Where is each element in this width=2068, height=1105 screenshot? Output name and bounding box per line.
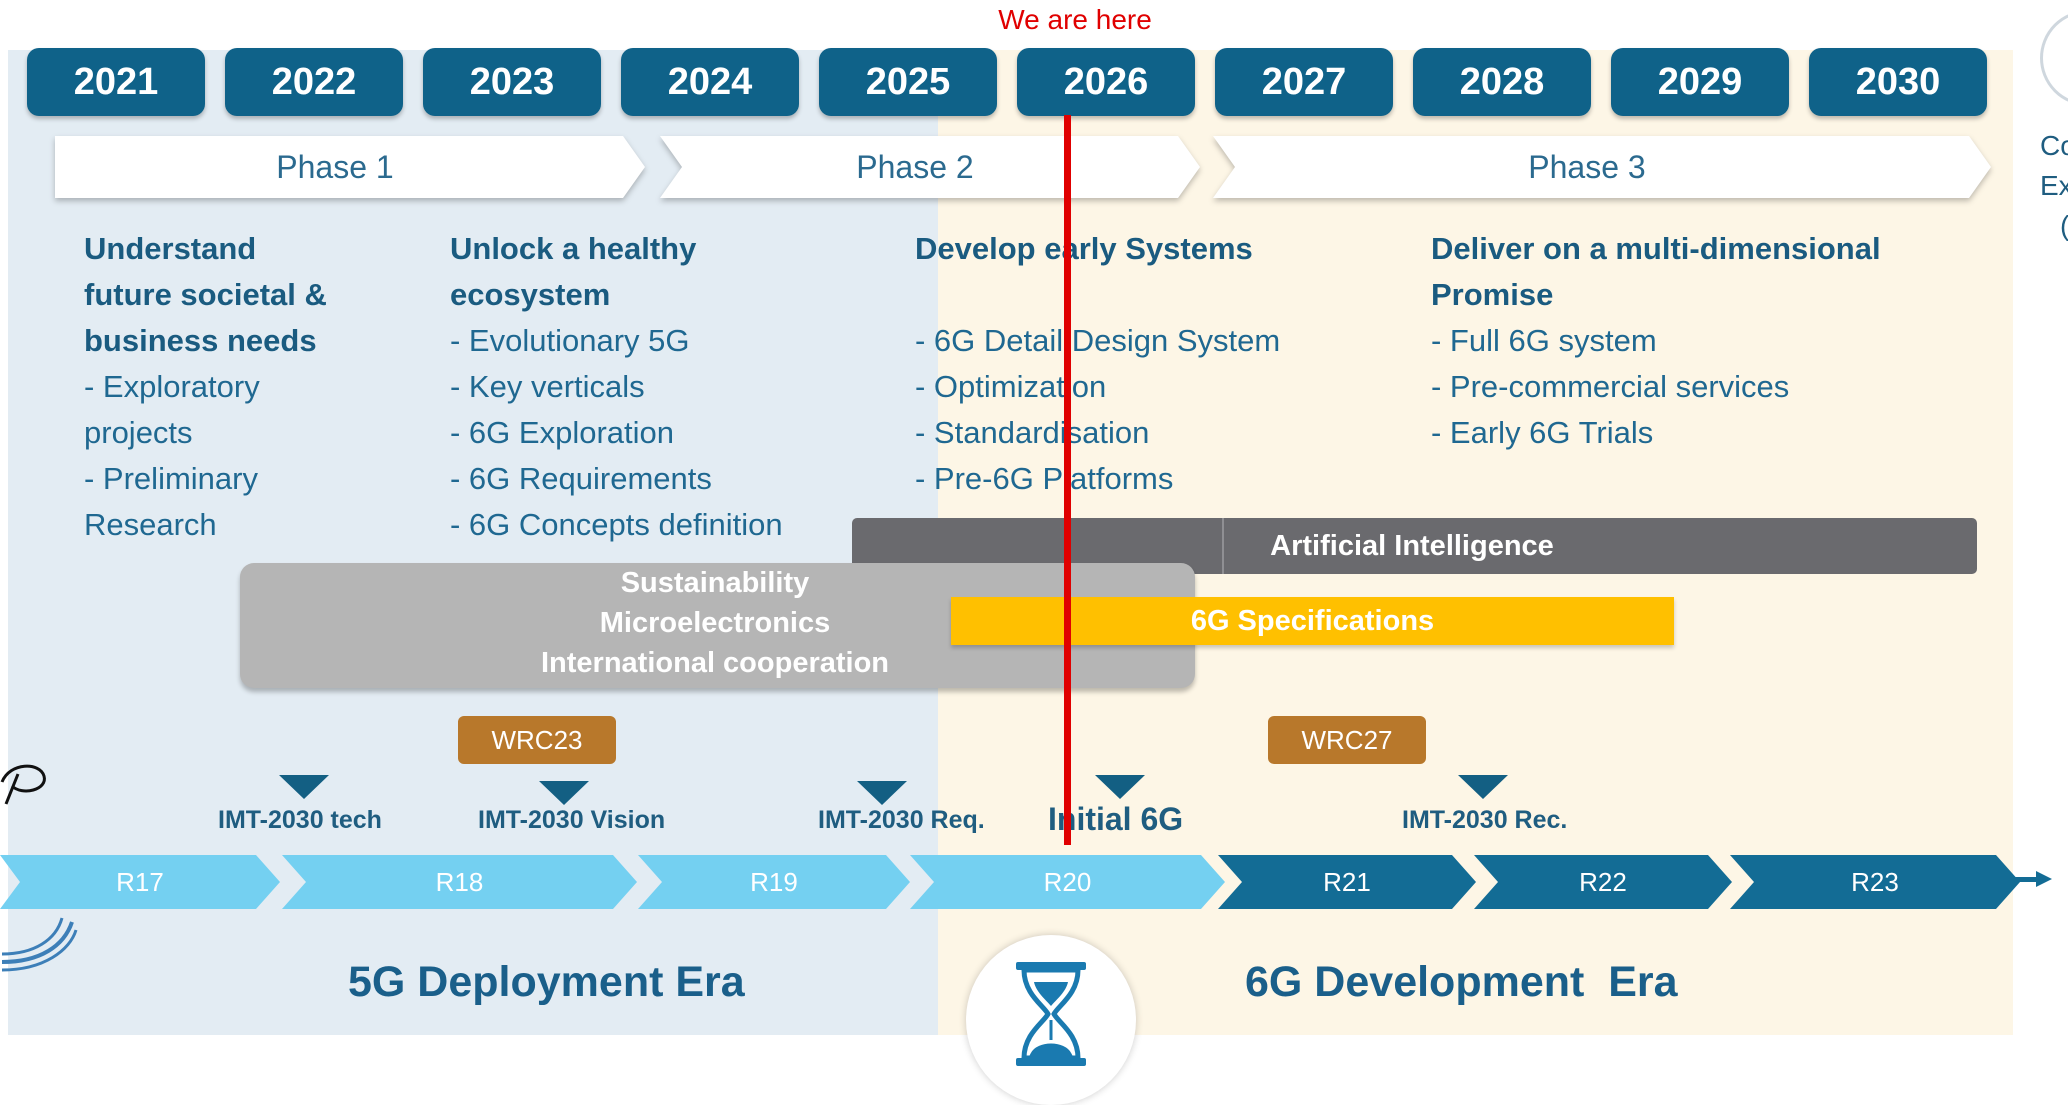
column-heading: ecosystem [450,277,611,312]
we-are-here-label: We are here [998,4,1152,35]
column-heading: Develop early Systems [915,231,1253,266]
milestone-marker-icon [1458,775,1508,799]
milestone-imt2030-tech: IMT-2030 tech [218,806,382,834]
ai-bar-label: Artificial Intelligence [1270,530,1554,562]
milestone-marker-icon [279,775,329,799]
column-item: - 6G Concepts definition [450,507,783,542]
partner-logo-swoosh-icon [1,917,78,972]
hourglass-icon [1016,962,1086,1066]
column-item: - Pre-6G Platforms [915,461,1174,496]
release-r20: R20 [910,855,1225,909]
timeline-arrow-line [1990,877,2040,882]
ai-bar-divider [1222,518,1224,574]
cropped-edge-text: ( [2060,210,2068,242]
cropped-edge-circle [2040,10,2068,106]
column-item: - Pre-commercial services [1431,369,1790,404]
column-item: projects [84,415,193,450]
cropped-edge-text: Ex [2040,170,2068,201]
year-2029: 2029 [1611,48,1789,116]
wrc27-box: WRC27 [1268,716,1426,764]
release-label: R18 [435,867,484,897]
microelectronics-label: Microelectronics [599,607,831,639]
release-label: R23 [1851,867,1899,897]
6g-specifications-label: 6G Specifications [1190,605,1435,637]
release-r21: R21 [1218,855,1476,909]
column-item: - Full 6G system [1431,323,1657,358]
column-item: - Early 6G Trials [1431,415,1654,450]
release-label: R19 [750,867,798,897]
column-develop: Develop early Systems - 6G Detail Design… [915,226,1395,502]
column-heading: future societal & [84,277,327,312]
release-r18: R18 [282,855,637,909]
international-cooperation-label: International cooperation [540,647,890,679]
release-label: R17 [116,867,164,897]
year-2022: 2022 [225,48,403,116]
phase-1-chevron: Phase 1 [55,136,645,198]
column-item: - Standardisation [915,415,1150,450]
phase-2-label: Phase 2 [856,149,974,185]
cropped-edge-text: Co [2040,130,2068,161]
column-item: - Evolutionary 5G [450,323,690,358]
year-2026: 2026 [1017,48,1195,116]
year-2024: 2024 [621,48,799,116]
column-heading: Unlock a healthy [450,231,697,266]
column-item: - Preliminary [84,461,258,496]
phase-2-chevron: Phase 2 [660,136,1200,198]
wrc23-box: WRC23 [458,716,616,764]
milestone-marker-icon [539,781,589,805]
column-heading: Understand [84,231,257,266]
release-label: R21 [1323,867,1371,897]
year-2030: 2030 [1809,48,1987,116]
year-2025: 2025 [819,48,997,116]
column-item: - Exploratory [84,369,260,404]
column-item: - 6G Exploration [450,415,674,450]
column-item: - 6G Requirements [450,461,712,496]
timeline-arrow-icon [2036,871,2052,887]
column-heading: business needs [84,323,317,358]
release-label: R20 [1043,867,1092,897]
column-item: - Optimization [915,369,1107,404]
column-unlock: Unlock a healthy ecosystem - Evolutionar… [450,226,870,548]
year-2027: 2027 [1215,48,1393,116]
release-r17: R17 [0,855,280,909]
column-item: - 6G Detail Design System [915,323,1281,358]
column-heading: Deliver on a multi-dimensional [1431,231,1881,266]
release-r19: R19 [638,855,910,909]
era-6g-development: 6G Development Era [1245,958,1678,1006]
era-5g-deployment: 5G Deployment Era [348,958,745,1006]
sustainability-label: Sustainability [620,567,810,599]
milestone-imt2030-vision: IMT-2030 Vision [478,806,666,834]
milestone-imt2030-rec: IMT-2030 Rec. [1402,806,1568,834]
phase-3-chevron: Phase 3 [1213,136,1991,198]
release-r22: R22 [1474,855,1732,909]
year-2021: 2021 [27,48,205,116]
column-item: Research [84,507,217,542]
milestone-imt2030-req: IMT-2030 Req. [818,806,985,834]
current-time-marker-line [1064,115,1071,845]
year-2028: 2028 [1413,48,1591,116]
column-heading: Promise [1431,277,1554,312]
6g-specifications-bar [951,597,1674,645]
column-understand: Understand future societal & business ne… [84,226,404,548]
column-item: - Key verticals [450,369,645,404]
partner-logo-icon [0,764,46,805]
release-label: R22 [1579,867,1627,897]
phase-3-label: Phase 3 [1528,149,1646,185]
year-2023: 2023 [423,48,601,116]
column-heading-spacer [915,272,1395,318]
release-r23: R23 [1730,855,2020,909]
phase-1-label: Phase 1 [276,149,394,185]
column-deliver: Deliver on a multi-dimensional Promise -… [1431,226,1991,456]
milestone-marker-icon [857,781,907,805]
milestone-marker-icon [1095,775,1145,799]
